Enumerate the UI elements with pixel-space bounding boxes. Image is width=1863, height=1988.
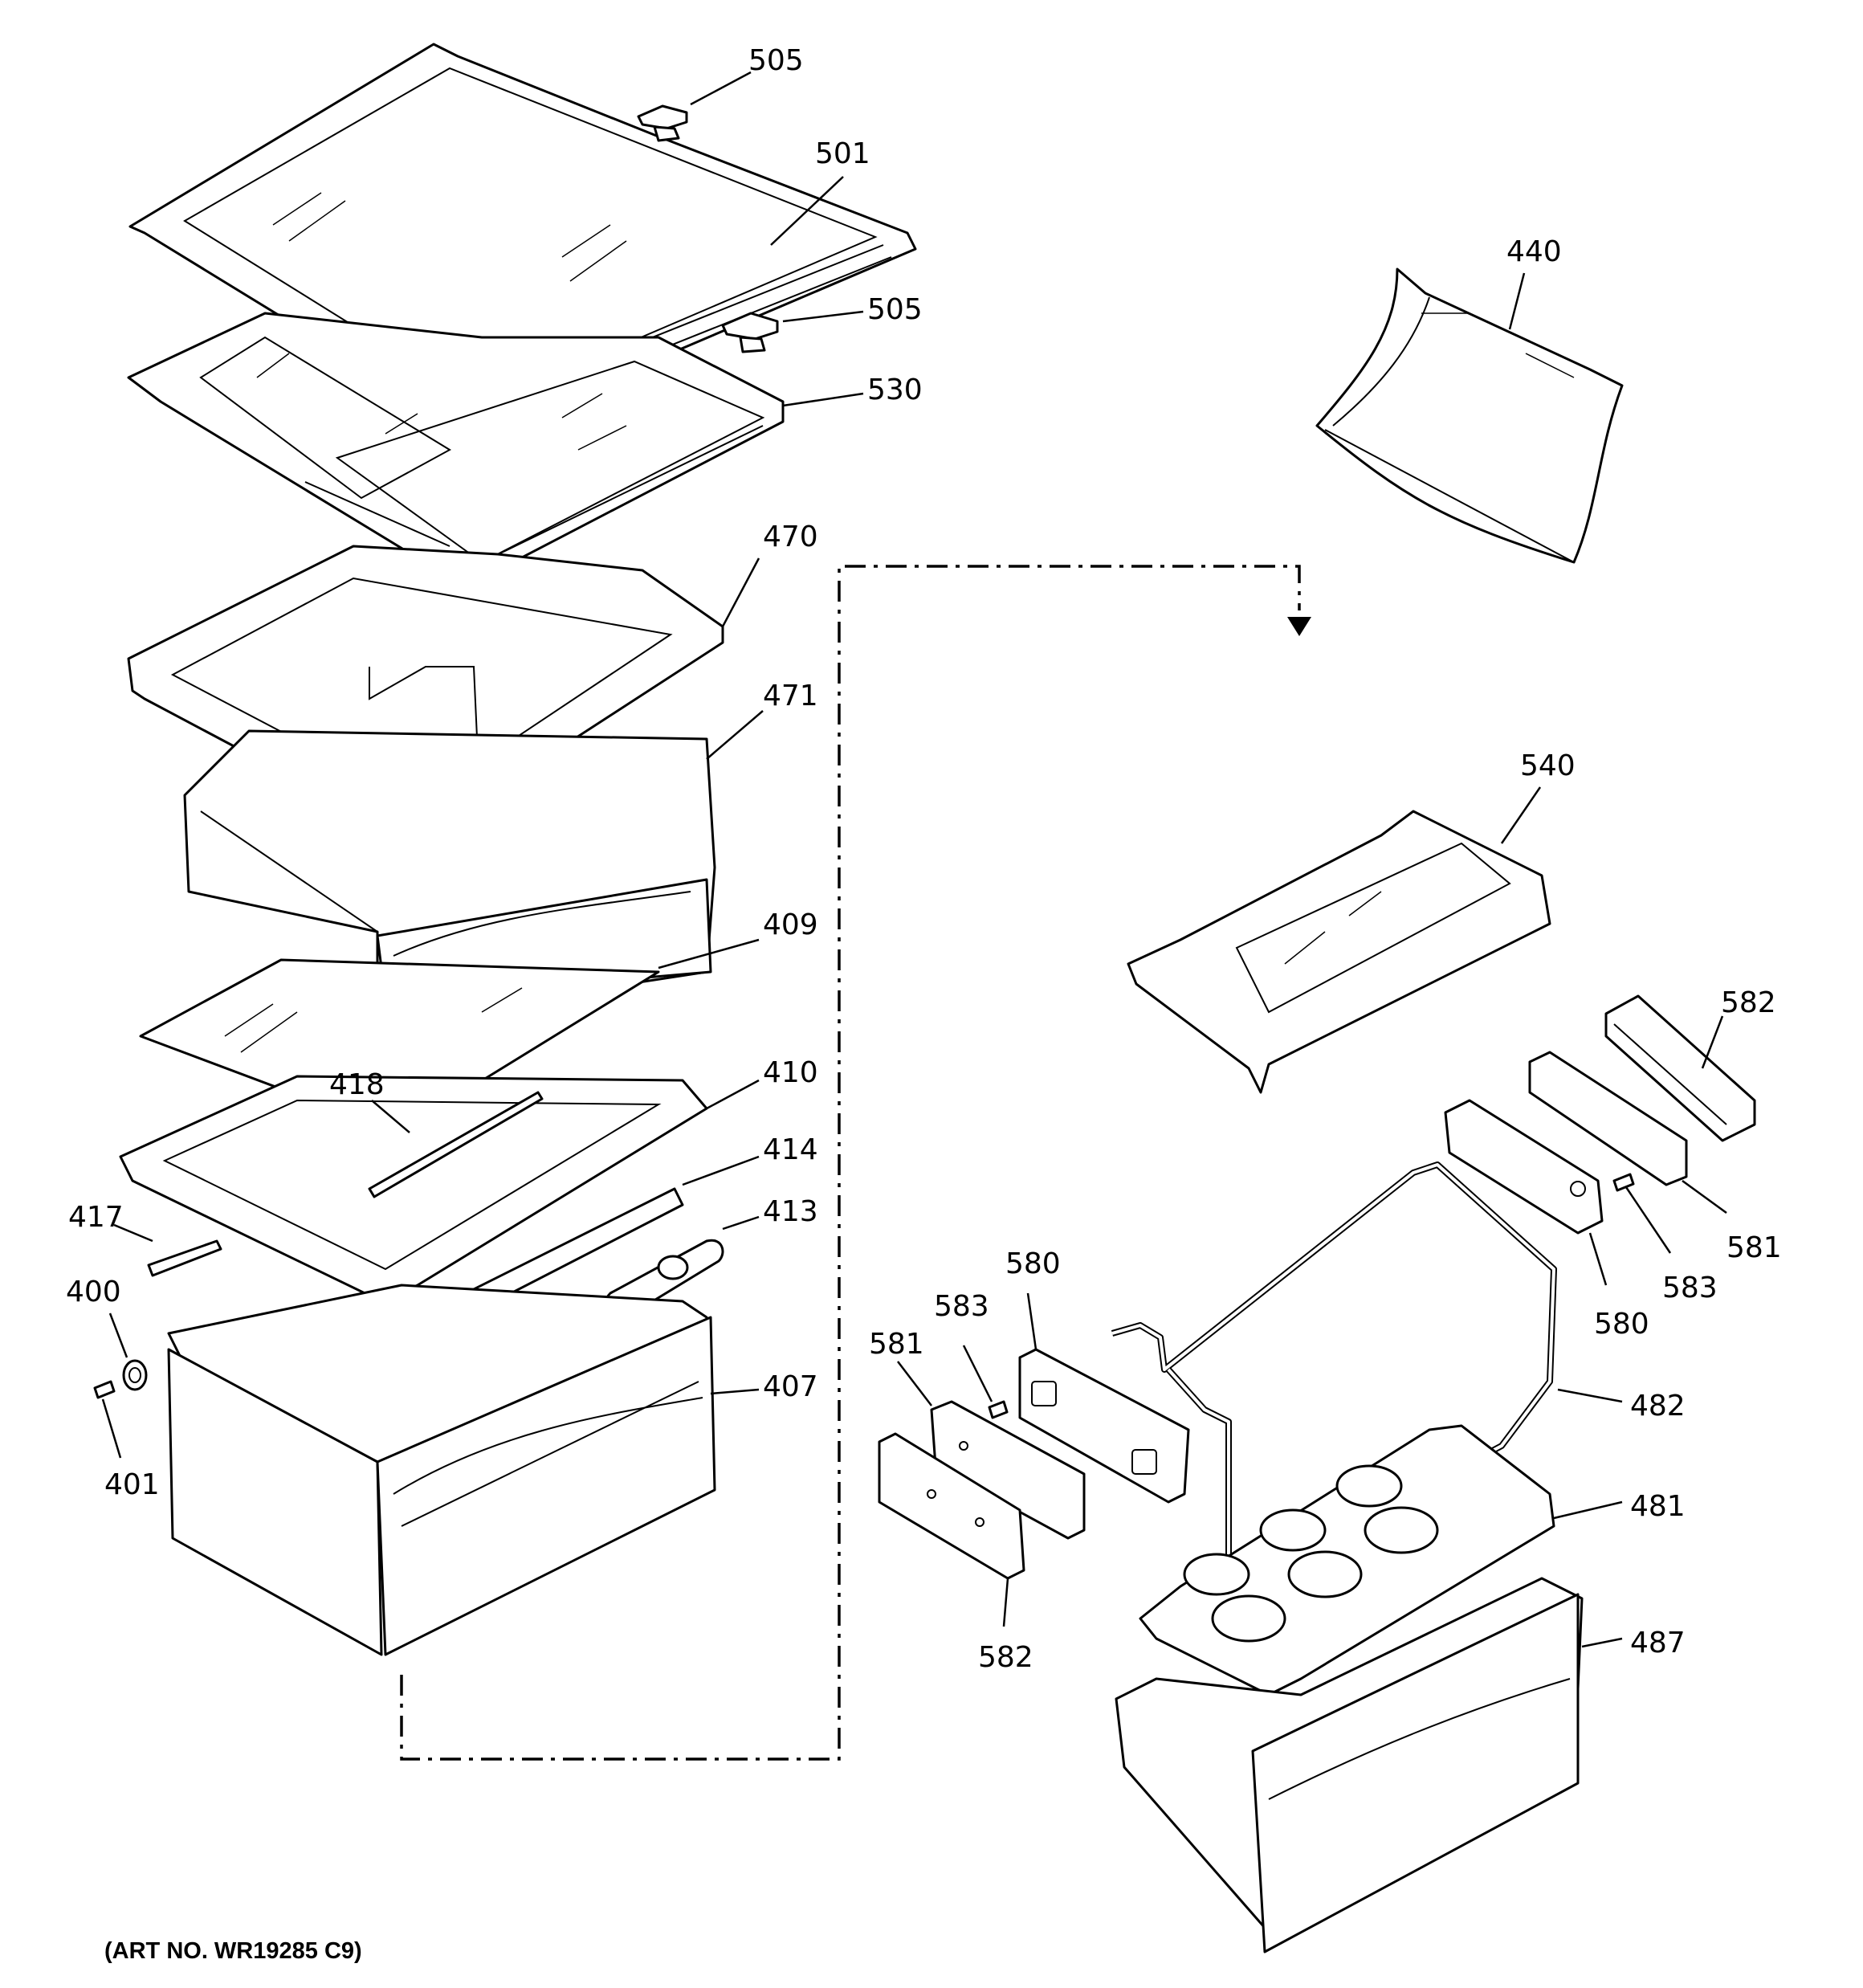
part-505-clip-upper <box>637 104 688 142</box>
callout-582-left: 582 <box>978 1641 1033 1674</box>
part-530-shelf-frame <box>127 312 785 592</box>
callout-580-right: 580 <box>1594 1308 1649 1341</box>
callout-418: 418 <box>329 1068 385 1101</box>
art-number: (ART NO. WR19285 C9) <box>104 1938 362 1964</box>
part-401-screw <box>93 1380 116 1399</box>
callout-407: 407 <box>763 1370 818 1403</box>
part-481-egg-tray <box>1139 1424 1555 1696</box>
callout-481: 481 <box>1630 1490 1686 1523</box>
part-407-drawer <box>167 1284 716 1656</box>
part-583-screw-right <box>1612 1173 1635 1192</box>
part-410-shelf-frame <box>119 1075 708 1303</box>
part-487-bin <box>1115 1577 1584 1953</box>
callout-417: 417 <box>68 1201 124 1234</box>
callout-440: 440 <box>1506 235 1562 268</box>
part-581-bracket-right <box>1528 1051 1688 1186</box>
callout-505-upper: 505 <box>748 44 804 77</box>
part-582-bracket-left <box>878 1432 1025 1580</box>
part-471-crisper-drawer <box>183 729 716 1006</box>
connector-dash-path <box>400 565 1311 1761</box>
callout-471: 471 <box>763 680 818 712</box>
callout-413: 413 <box>763 1195 818 1228</box>
callout-414: 414 <box>763 1133 818 1166</box>
callout-505-lower: 505 <box>867 293 923 326</box>
callout-582-right: 582 <box>1721 986 1776 1019</box>
part-582-bracket-right <box>1604 994 1756 1142</box>
part-482-wire-rack <box>1111 1161 1557 1578</box>
callout-482: 482 <box>1630 1390 1686 1423</box>
part-400-bushing <box>122 1359 148 1391</box>
callout-580-left: 580 <box>1005 1247 1061 1280</box>
callout-470: 470 <box>763 520 818 553</box>
callout-409: 409 <box>763 908 818 941</box>
part-580-plate-right <box>1444 1099 1604 1235</box>
part-417-rod <box>147 1239 222 1277</box>
callout-labels: 505 501 505 530 440 470 471 540 409 582 … <box>66 44 1782 1674</box>
callout-400: 400 <box>66 1276 121 1308</box>
part-505-clip-lower <box>721 312 779 353</box>
callout-487: 487 <box>1630 1627 1686 1659</box>
part-540-cover <box>1127 810 1551 1094</box>
callout-530: 530 <box>867 374 923 406</box>
callout-581-right: 581 <box>1726 1231 1782 1264</box>
callout-401: 401 <box>104 1468 160 1501</box>
callout-540: 540 <box>1520 749 1576 782</box>
callout-583-right: 583 <box>1662 1272 1718 1304</box>
part-583-screw-left <box>988 1400 1009 1419</box>
part-440-deflector <box>1315 267 1624 564</box>
leader-lines <box>101 71 1727 1648</box>
callout-410: 410 <box>763 1056 818 1089</box>
callout-501: 501 <box>815 137 870 170</box>
callout-583-left: 583 <box>934 1290 989 1323</box>
callout-581-left: 581 <box>869 1328 924 1361</box>
part-418-rod <box>368 1091 544 1198</box>
